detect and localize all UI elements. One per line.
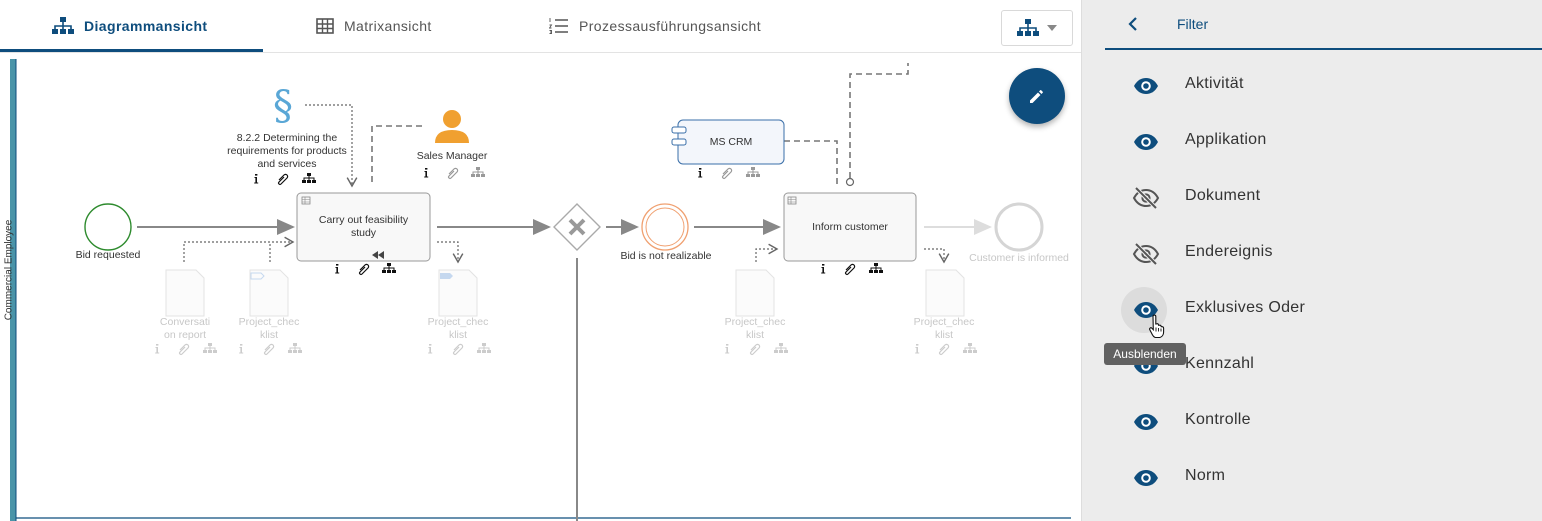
tab-prozessausfuehrungsansicht[interactable]: Prozessausführungsansicht xyxy=(549,0,761,52)
tab-diagrammansicht[interactable]: Diagrammansicht xyxy=(52,0,207,52)
end-event-not-realizable xyxy=(641,203,689,251)
filter-title: Filter xyxy=(1177,16,1209,32)
start-event xyxy=(84,203,132,251)
tab-label: Prozessausführungsansicht xyxy=(579,18,761,34)
task-inform-customer-label[interactable]: Inform customer xyxy=(812,221,888,233)
eye-icon[interactable] xyxy=(1132,72,1160,100)
chevron-left-icon[interactable] xyxy=(1123,14,1143,34)
filter-item-label: Endereignis xyxy=(1185,243,1273,260)
document-project-checklist-1 xyxy=(249,269,289,317)
hand-cursor-icon xyxy=(1149,314,1165,338)
end-event-2-label: Customer is informed xyxy=(969,252,1069,264)
filter-panel: Filter xyxy=(1082,0,1542,521)
document-project-checklist-2 xyxy=(438,269,478,317)
end-event-label: Bid is not realizable xyxy=(620,250,712,262)
list-numbered-icon xyxy=(549,18,568,34)
view-tabs: Diagrammansicht Matrixansicht Prozessaus… xyxy=(0,0,1081,53)
filter-item-label: Kennzahl xyxy=(1185,355,1255,372)
role-label: Sales Manager xyxy=(416,150,488,162)
filter-item-label: Kontrolle xyxy=(1185,411,1251,428)
filter-item: Exklusives Oder xyxy=(1105,282,1542,338)
eye-off-icon[interactable] xyxy=(1132,240,1160,268)
eye-icon[interactable] xyxy=(1132,296,1160,324)
norm-section-icon: § xyxy=(273,83,293,129)
filter-item: Kontrolle xyxy=(1105,394,1542,450)
filter-item-label: Norm xyxy=(1185,467,1226,484)
filter-item: Norm xyxy=(1105,450,1542,506)
role-person-icon xyxy=(435,110,469,143)
lane-label: Commercial Employee xyxy=(3,219,15,321)
eye-icon[interactable] xyxy=(1132,128,1160,156)
eye-icon[interactable] xyxy=(1132,464,1160,492)
filter-item-label: Aktivität xyxy=(1185,75,1244,92)
grid-icon xyxy=(316,18,334,34)
tooltip: Ausblenden xyxy=(1104,343,1186,365)
sitemap-icon xyxy=(1017,19,1039,36)
end-event-customer-informed xyxy=(994,202,1044,252)
edit-button[interactable] xyxy=(1009,68,1065,124)
tab-label: Matrixansicht xyxy=(344,18,432,34)
tab-matrixansicht[interactable]: Matrixansicht xyxy=(316,0,432,52)
view-switcher-button[interactable] xyxy=(1001,10,1073,46)
object-action-icons xyxy=(155,166,978,356)
bpmn-diagram xyxy=(10,59,1071,521)
application-label[interactable]: MS CRM xyxy=(709,136,753,148)
document-conversation-report xyxy=(165,269,205,317)
filter-item-label: Exklusives Oder xyxy=(1185,299,1306,316)
filter-item-label: Applikation xyxy=(1185,131,1267,148)
filter-item-label: Dokument xyxy=(1185,187,1261,204)
active-tab-indicator xyxy=(0,49,263,52)
filter-item: Dokument xyxy=(1105,170,1542,226)
document-project-checklist-3 xyxy=(735,269,775,317)
filter-header: Filter xyxy=(1105,0,1542,50)
caret-down-icon xyxy=(1047,25,1057,31)
sitemap-icon xyxy=(52,17,74,34)
eye-icon[interactable] xyxy=(1132,408,1160,436)
exclusive-gateway xyxy=(553,203,601,251)
filter-item: Endereignis xyxy=(1105,226,1542,282)
filter-item: Applikation xyxy=(1105,114,1542,170)
filter-item: Aktivität xyxy=(1105,58,1542,114)
document-project-checklist-4 xyxy=(925,269,965,317)
start-event-label: Bid requested xyxy=(75,249,141,261)
eye-off-icon[interactable] xyxy=(1132,184,1160,212)
pencil-icon xyxy=(1030,90,1043,103)
diagram-pane: Diagrammansicht Matrixansicht Prozessaus… xyxy=(0,0,1082,521)
tab-label: Diagrammansicht xyxy=(84,18,208,34)
